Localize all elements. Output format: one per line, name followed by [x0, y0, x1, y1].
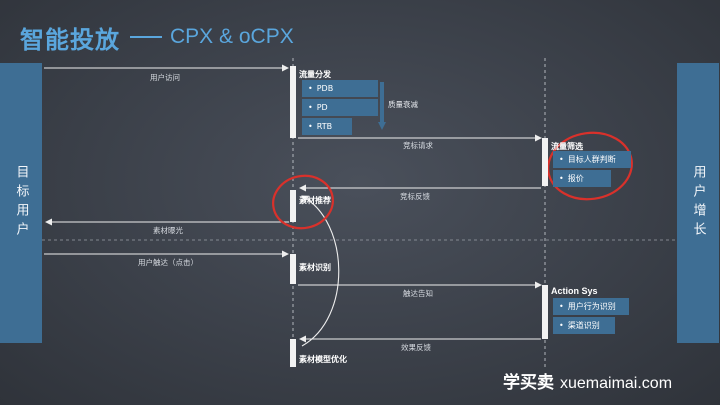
- title-sub: CPX & oCPX: [170, 25, 294, 48]
- activation-bar-traffic-distribution: [290, 66, 296, 138]
- chip-rtb: RTB: [302, 118, 352, 135]
- highlight-ring-traffic-filter: [547, 131, 633, 201]
- actor-target-user: 目标用户: [0, 63, 42, 343]
- chip-channel-identify: 渠道识别: [553, 317, 615, 334]
- activation-bar-action-sys: [542, 285, 548, 339]
- highlight-ring-creative-recommend: [272, 174, 334, 230]
- actor-target-user-label: 目标用户: [13, 165, 29, 241]
- msg-user-touch: 用户触达（点击）: [138, 258, 198, 267]
- feedback-curve-arrow: [301, 195, 340, 347]
- traffic-filter-title: 流量筛选: [551, 142, 583, 151]
- watermark-cn: 学买卖: [503, 373, 554, 393]
- title-main: 智能投放: [20, 25, 120, 54]
- actor-user-growth: 用户增长: [677, 63, 719, 343]
- model-optimize-title: 素材模型优化: [299, 355, 347, 364]
- chip-pdb: PDB: [302, 80, 378, 97]
- msg-creative-exposure: 素材曝光: [153, 226, 183, 235]
- msg-bid-request: 竞标请求: [403, 141, 433, 150]
- action-sys-title: Action Sys: [551, 286, 598, 296]
- activation-bar-creative-recommend: [290, 190, 296, 222]
- msg-touch-notify: 触达告知: [403, 289, 433, 298]
- msg-user-visit: 用户访问: [150, 73, 180, 82]
- chip-bid-price: 报价: [553, 170, 611, 187]
- chip-target-audience: 目标人群判断: [553, 151, 631, 168]
- activation-bar-traffic-filter: [542, 138, 548, 186]
- actor-user-growth-label: 用户增长: [690, 165, 706, 241]
- chip-user-behavior: 用户行为识别: [553, 298, 629, 315]
- creative-identify-title: 素材识别: [299, 263, 331, 272]
- watermark: 学买卖 xuemaimai.com: [503, 368, 672, 393]
- decay-label: 质量衰减: [388, 100, 418, 109]
- msg-bid-feedback: 竞标反馈: [400, 192, 430, 201]
- msg-effect-feedback: 效果反馈: [401, 343, 431, 352]
- chip-pd: PD: [302, 99, 378, 116]
- activation-bar-creative-identify: [290, 254, 296, 284]
- creative-recommend-title: 素材推荐: [299, 196, 331, 205]
- activation-bar-model-optimize: [290, 339, 296, 367]
- page-title: 智能投放 CPX & oCPX: [20, 20, 294, 54]
- title-dash: [130, 36, 162, 38]
- traffic-distribution-title: 流量分发: [299, 70, 331, 79]
- watermark-en: xuemaimai.com: [560, 375, 673, 392]
